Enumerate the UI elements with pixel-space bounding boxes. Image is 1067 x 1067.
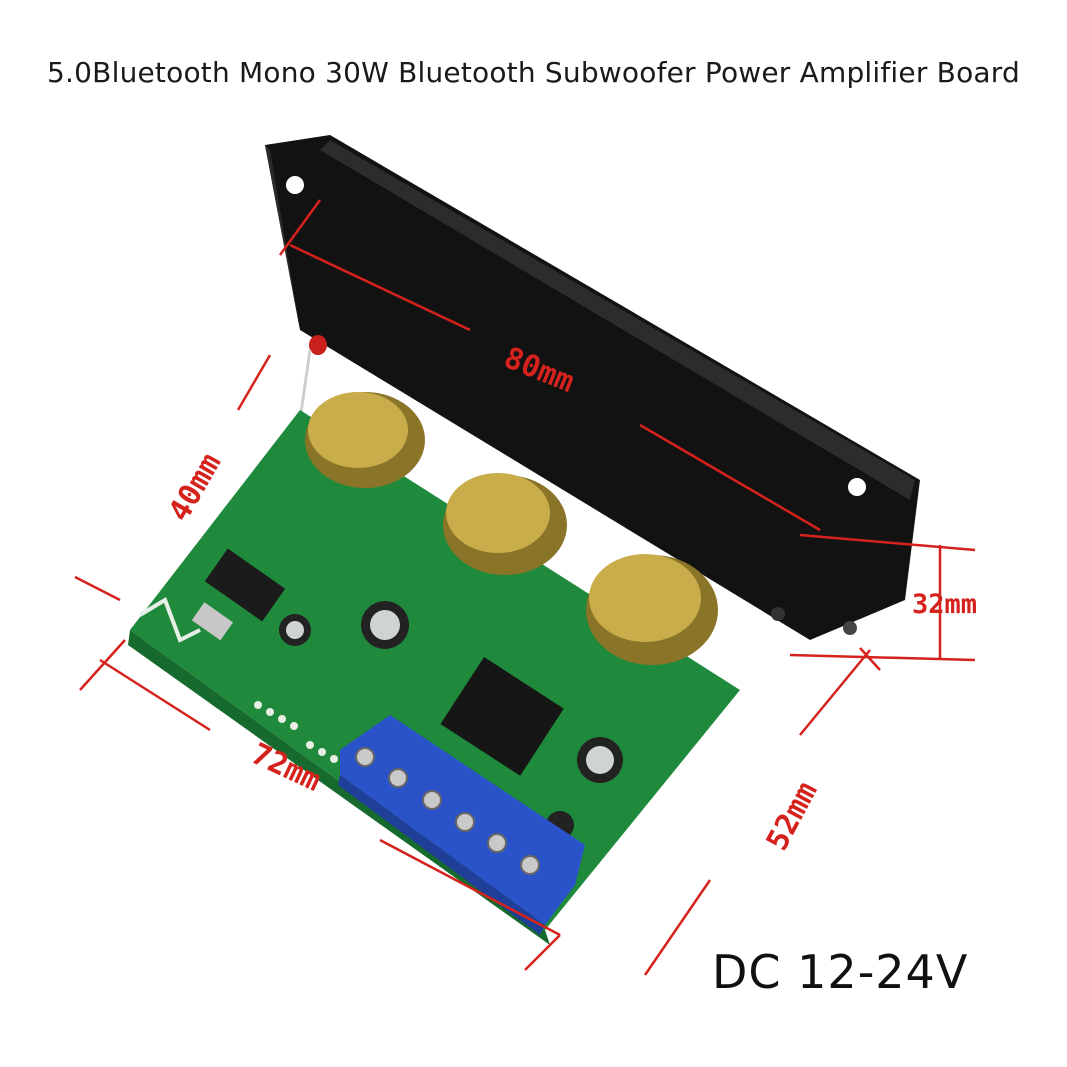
led-indicator xyxy=(309,335,327,355)
front-panel xyxy=(265,135,920,640)
voltage-label: DC 12-24V xyxy=(712,945,969,999)
dimension-label-40mm: 40mm xyxy=(162,447,228,527)
potentiometer-knobs xyxy=(305,392,718,665)
screw-terminal xyxy=(338,715,585,935)
dimension-label-32mm: 32mm xyxy=(912,589,977,620)
knob-icon xyxy=(443,473,567,575)
product-title: 5.0Bluetooth Mono 30W Bluetooth Subwoofe… xyxy=(47,56,1020,89)
amplifier-chip xyxy=(440,656,564,776)
dimension-lines xyxy=(74,199,976,976)
mount-hole-icon xyxy=(286,176,304,194)
dimension-label-52mm: 52mm xyxy=(760,776,825,856)
chip xyxy=(204,548,286,622)
knob-icon xyxy=(305,392,425,488)
mount-hole-icon xyxy=(848,478,866,496)
knob-icon xyxy=(586,554,718,665)
pcb-board xyxy=(128,410,740,945)
